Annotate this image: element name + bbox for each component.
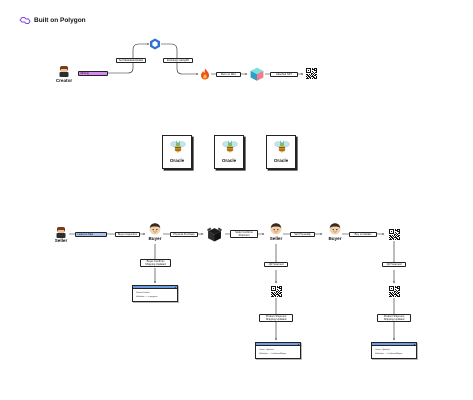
seller-avatar-icon: [270, 223, 282, 235]
oracle-card-2: Oracle: [214, 135, 244, 169]
card-corner-icon: ◢: [174, 287, 176, 290]
oracle-label: Oracle: [221, 158, 237, 163]
polygon-logo-icon: [19, 17, 31, 24]
label-product-shipping-mid: Product Shipment Shipping Updated: [259, 314, 293, 322]
network-hex-icon: [150, 38, 160, 50]
bee-robot-icon: [274, 140, 290, 153]
bee-robot-icon: [222, 140, 238, 153]
card-line: Validation: — Confirmed/Buyer: [259, 352, 287, 355]
card-line: Product Details: [136, 292, 150, 294]
qr-code-icon: [389, 229, 400, 240]
label-buyer-inspection: Buyer Inspection: [115, 232, 140, 237]
oracle-label: Oracle: [169, 158, 185, 163]
minting-tag: Minting: [78, 71, 108, 76]
oracle-card-3: Oracle: [266, 135, 296, 169]
oracle-card-1: Oracle: [162, 135, 192, 169]
token-card-right: ◢ Owner: Updated Validation: — Confirmed…: [371, 342, 417, 359]
cube-icon: [250, 67, 264, 81]
label-qr-scanned-right: QR Scanned: [382, 262, 406, 267]
card-line: Owner: Updated: [259, 349, 274, 351]
buyer-avatar-icon: [329, 223, 341, 235]
label-physical-purchase: Physical Purchase: [170, 232, 198, 237]
buyer-avatar-icon: [149, 223, 161, 235]
card-line: Owner: Updated: [375, 349, 390, 351]
qr-code-icon: [306, 68, 317, 79]
listing-tag: Listed to Sale: [75, 232, 107, 237]
actor-seller-2: Seller: [269, 236, 283, 241]
label-buy-on-market: Buy on Market: [349, 232, 377, 237]
label-exchange: Exchange rating/ID: [163, 58, 193, 63]
label-set-metadata: Set Metadata/Update: [116, 58, 146, 63]
creator-avatar-icon: [59, 66, 69, 77]
bee-robot-icon: [170, 140, 186, 153]
label-seller-confirms: Seller Confirms Shipment: [230, 230, 258, 238]
qr-code-icon: [389, 286, 400, 297]
card-line: Validation: — Confirmed/Buyer: [375, 352, 403, 355]
oracle-label: Oracle: [273, 158, 289, 163]
qr-code-icon: [271, 286, 282, 297]
label-buyer-confirms: Buyer Confirms Shipping Updated: [140, 259, 171, 267]
brand-title: Built on Polygon: [34, 16, 86, 24]
label-burn: Burn on Mint: [216, 72, 241, 77]
box-icon: [207, 227, 222, 242]
fire-icon: [201, 68, 210, 80]
actor-buyer-2: Buyer: [328, 236, 342, 241]
actor-creator: Creator: [55, 78, 73, 83]
label-attached: Attached NFT: [270, 72, 298, 77]
card-corner-icon: ◢: [413, 344, 415, 347]
card-line: Validation — in progress: [136, 295, 158, 298]
label-sell-physically: Sell Physically: [290, 232, 315, 237]
token-card-mid: ◢ Owner: Updated Validation: — Confirmed…: [255, 342, 301, 359]
label-product-shipping-right: Product Shipment Shipping Updated: [377, 314, 411, 322]
seller-avatar-icon: [56, 227, 66, 238]
actor-seller-1: Seller: [54, 238, 68, 243]
token-card-left: ◢ Product Details Validation — in progre…: [132, 285, 178, 302]
card-corner-icon: ◢: [297, 344, 299, 347]
label-qr-scanned-mid: QR Scanned: [264, 262, 288, 267]
actor-buyer-1: Buyer: [148, 236, 162, 241]
